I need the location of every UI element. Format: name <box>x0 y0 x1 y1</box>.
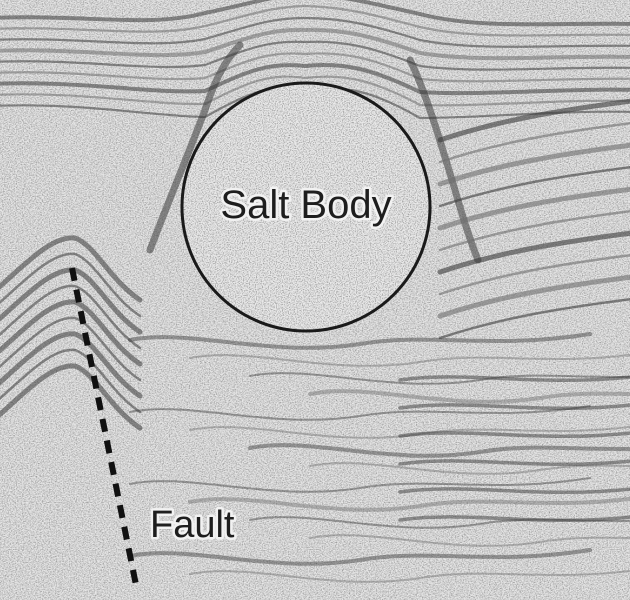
lower-reflector <box>309 534 630 547</box>
left-reflector <box>0 235 143 303</box>
lower-reflector <box>249 516 630 529</box>
right-reflector <box>437 274 630 319</box>
left-reflector <box>0 363 143 431</box>
salt-left-flank-reflector <box>146 41 244 254</box>
right-reflector <box>437 98 630 143</box>
lower-reflector <box>188 496 630 512</box>
right-reflector <box>438 210 630 252</box>
lower-right-reflector <box>398 431 630 439</box>
left-reflector <box>0 284 142 350</box>
upper-reflector <box>0 27 630 61</box>
upper-reflector <box>0 52 630 83</box>
lower-reflector <box>189 353 630 367</box>
reflector-layers <box>0 0 630 583</box>
upper-reflector <box>0 16 630 48</box>
lower-reflector <box>128 332 592 350</box>
left-reflector <box>0 299 143 367</box>
salt-body-outline <box>180 81 432 333</box>
upper-reflector <box>0 75 630 107</box>
upper-reflector <box>0 40 630 71</box>
upper-reflector <box>0 0 630 27</box>
salt-body-interior <box>182 83 430 331</box>
fault-label: Fault <box>150 504 235 546</box>
lower-right-reflector <box>398 403 630 411</box>
upper-reflector <box>0 63 630 96</box>
salt-right-flank-reflector <box>406 56 482 264</box>
lower-right-reflector <box>398 375 630 383</box>
fault-line <box>69 267 140 591</box>
right-reflector <box>438 254 630 296</box>
lower-right-reflector <box>398 459 630 467</box>
right-reflector <box>438 298 630 340</box>
left-reflector <box>0 316 142 382</box>
lower-right-reflector <box>398 487 630 495</box>
lower-reflector <box>248 443 630 458</box>
right-reflector <box>438 166 630 208</box>
left-reflector <box>0 348 142 414</box>
lower-reflector <box>309 462 630 475</box>
upper-reflector <box>0 4 630 37</box>
right-reflector <box>438 122 630 164</box>
lower-reflector <box>189 569 630 583</box>
lower-right-reflector <box>398 515 630 523</box>
right-reflector <box>437 142 630 187</box>
left-reflector <box>0 331 143 399</box>
lower-reflector <box>129 405 591 421</box>
lower-reflector <box>308 389 630 404</box>
lower-reflector <box>128 548 592 566</box>
right-reflector <box>437 186 630 231</box>
right-reflector <box>437 230 630 275</box>
lower-reflector <box>129 477 591 493</box>
salt-body-label: Salt Body <box>220 183 391 227</box>
left-reflector <box>0 252 142 318</box>
